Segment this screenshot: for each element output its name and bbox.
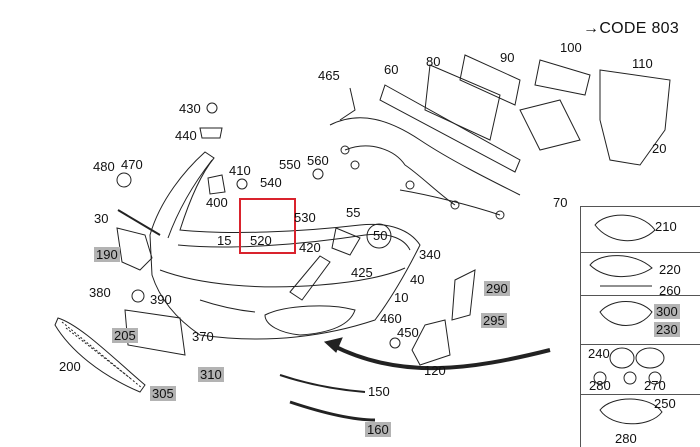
label-450: 450 bbox=[397, 325, 419, 340]
highlight-box-520 bbox=[239, 198, 296, 254]
panel-divider bbox=[580, 394, 700, 395]
label-30: 30 bbox=[94, 211, 109, 226]
label-400: 400 bbox=[206, 195, 228, 210]
label-205: 205 bbox=[112, 328, 138, 343]
label-50: 50 bbox=[373, 228, 388, 243]
part-400 bbox=[207, 174, 226, 195]
label-60: 60 bbox=[384, 62, 399, 77]
callout-30 bbox=[117, 209, 161, 236]
label-160: 160 bbox=[365, 422, 391, 437]
label-310: 310 bbox=[198, 367, 224, 382]
assembly-arrow bbox=[331, 343, 551, 371]
label-250: 250 bbox=[654, 396, 676, 411]
label-390: 390 bbox=[150, 292, 172, 307]
label-380: 380 bbox=[89, 285, 111, 300]
panel-divider bbox=[580, 295, 700, 296]
label-440: 440 bbox=[175, 128, 197, 143]
arrow-icon: → bbox=[583, 20, 600, 37]
label-110: 110 bbox=[632, 56, 653, 71]
part-410 bbox=[236, 178, 248, 190]
label-210: 210 bbox=[655, 219, 677, 234]
crossmember bbox=[379, 54, 671, 173]
label-280-lower: 280 bbox=[615, 431, 637, 446]
panel-divider bbox=[580, 206, 700, 207]
label-230: 230 bbox=[654, 322, 680, 337]
label-120: 120 bbox=[424, 363, 446, 378]
code-text: CODE 803 bbox=[599, 20, 680, 37]
label-220: 220 bbox=[659, 262, 681, 277]
label-540: 540 bbox=[260, 175, 282, 190]
lower-grille bbox=[54, 317, 146, 393]
label-70: 70 bbox=[553, 195, 568, 210]
part-440 bbox=[199, 127, 223, 139]
label-530: 530 bbox=[294, 210, 316, 225]
label-470: 470 bbox=[121, 157, 143, 172]
label-200: 200 bbox=[59, 359, 81, 374]
label-100: 100 bbox=[560, 40, 582, 55]
label-430: 430 bbox=[179, 101, 201, 116]
label-280: 280 bbox=[589, 378, 611, 393]
bracket-120 bbox=[411, 319, 451, 366]
label-190: 190 bbox=[94, 247, 120, 262]
wiring-harness bbox=[329, 87, 521, 220]
left-bracket bbox=[116, 227, 153, 271]
label-150: 150 bbox=[368, 384, 390, 399]
part-430 bbox=[206, 102, 218, 114]
label-300: 300 bbox=[654, 304, 680, 319]
part-450 bbox=[389, 337, 401, 349]
label-305: 305 bbox=[150, 386, 176, 401]
label-340: 340 bbox=[419, 247, 441, 262]
label-270: 270 bbox=[644, 378, 666, 393]
panel-divider bbox=[580, 344, 700, 345]
label-460: 460 bbox=[380, 311, 402, 326]
part-560 bbox=[312, 168, 324, 180]
code-label: →CODE 803 bbox=[583, 20, 679, 38]
label-520: 520 bbox=[250, 233, 272, 248]
label-425: 425 bbox=[351, 265, 373, 280]
label-370: 370 bbox=[192, 329, 214, 344]
part-480 bbox=[116, 172, 132, 188]
label-550: 550 bbox=[279, 157, 301, 172]
panel-divider-vertical bbox=[580, 206, 581, 447]
assembly-arrowhead bbox=[323, 337, 343, 353]
label-260: 260 bbox=[659, 283, 681, 298]
label-295: 295 bbox=[481, 313, 507, 328]
label-90: 90 bbox=[500, 50, 515, 65]
label-20: 20 bbox=[652, 141, 667, 156]
bumper-cover bbox=[149, 151, 421, 340]
label-290: 290 bbox=[484, 281, 510, 296]
label-55: 55 bbox=[346, 205, 361, 220]
label-480: 480 bbox=[93, 159, 115, 174]
right-panel-parts bbox=[589, 214, 665, 425]
trim-strip-150 bbox=[279, 374, 366, 393]
label-15: 15 bbox=[217, 233, 232, 248]
part-50-circle bbox=[366, 223, 392, 249]
panel-divider bbox=[580, 252, 700, 253]
label-80: 80 bbox=[426, 54, 441, 69]
label-240: 240 bbox=[588, 346, 610, 361]
label-560: 560 bbox=[307, 153, 329, 168]
label-40: 40 bbox=[410, 272, 425, 287]
label-10: 10 bbox=[394, 290, 409, 305]
part-290 bbox=[451, 269, 476, 321]
part-390 bbox=[131, 289, 145, 303]
label-410: 410 bbox=[229, 163, 251, 178]
part-420 bbox=[331, 227, 361, 256]
label-420: 420 bbox=[299, 240, 321, 255]
label-465: 465 bbox=[318, 68, 340, 83]
trim-strip-160 bbox=[289, 400, 376, 422]
